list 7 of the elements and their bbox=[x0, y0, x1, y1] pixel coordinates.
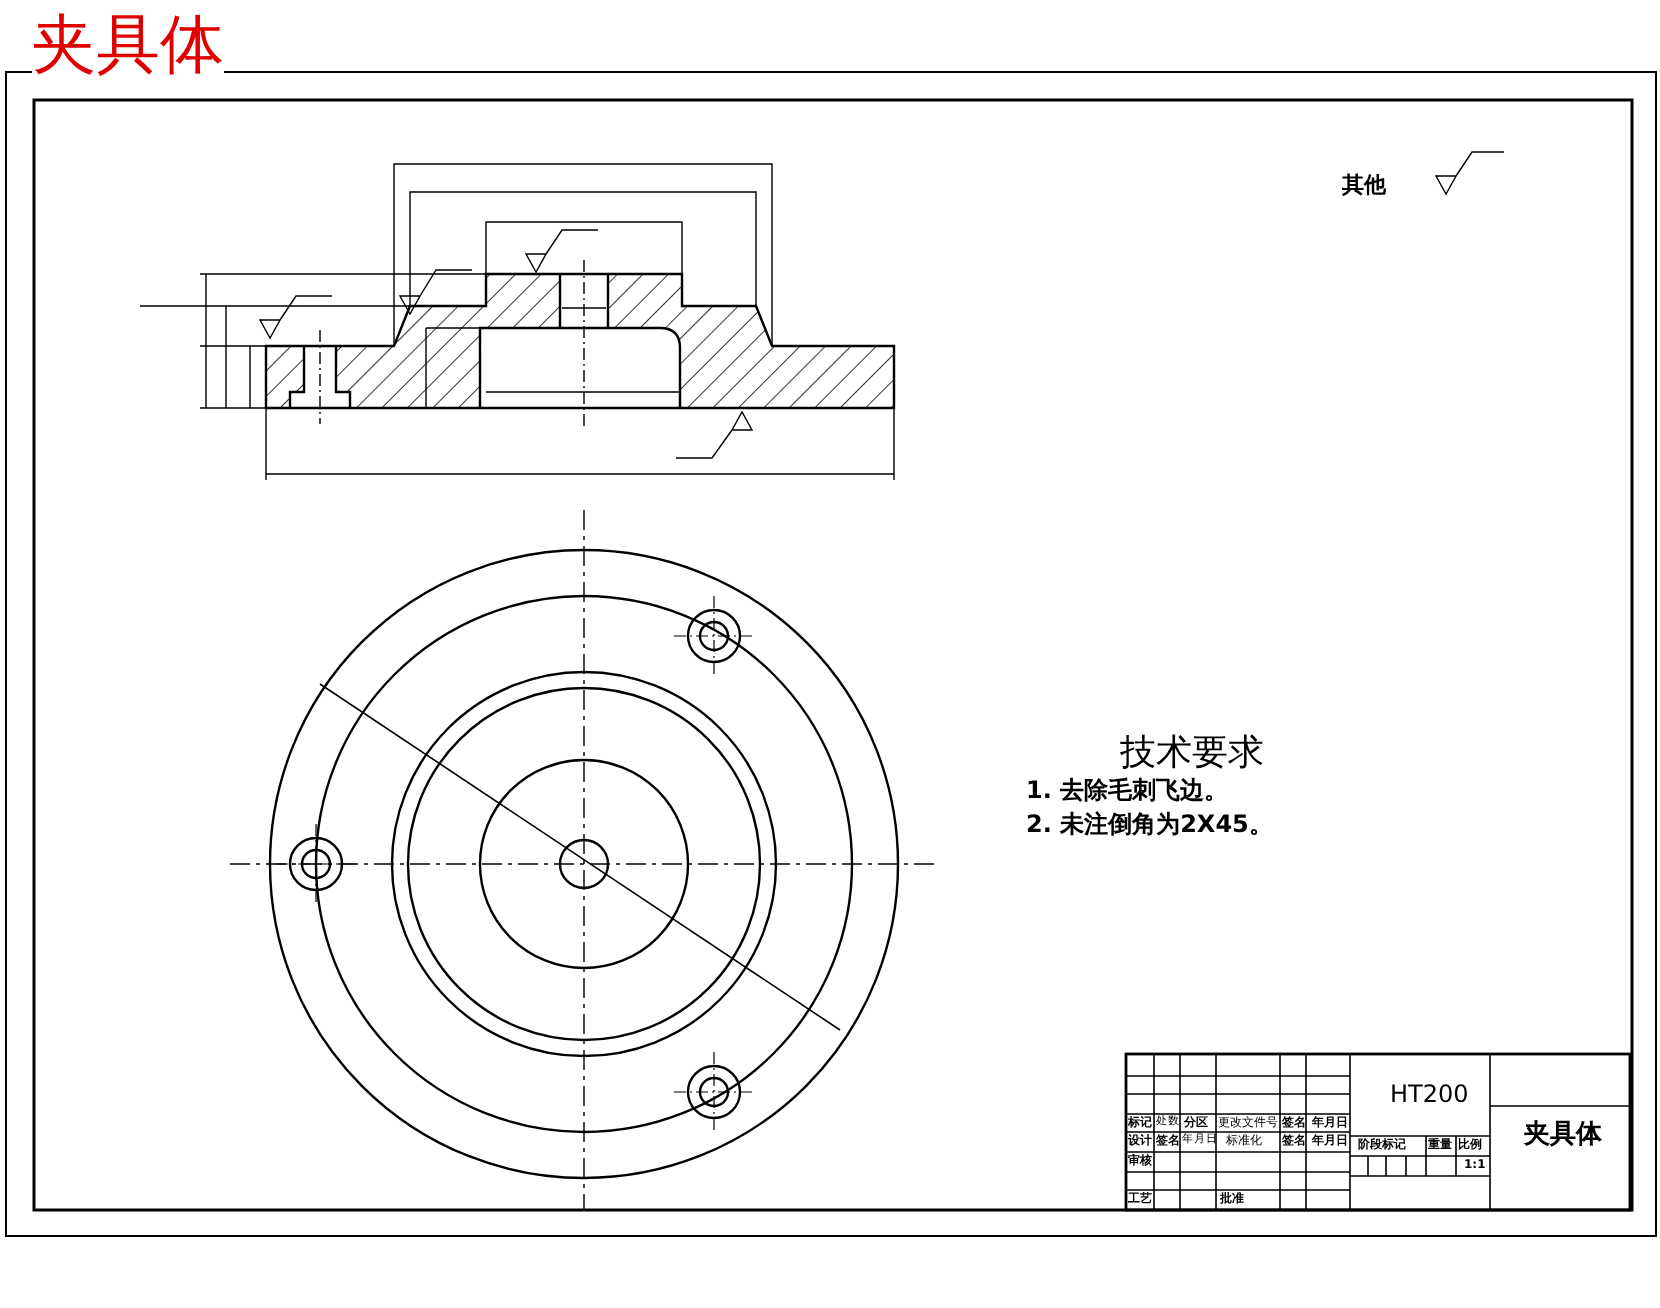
material-label: HT200 bbox=[1390, 1082, 1469, 1106]
drawing-title: 夹具体 bbox=[32, 12, 224, 76]
requirements-heading: 技术要求 bbox=[1120, 736, 1264, 772]
requirement-item: 2. 未注倒角为2X45。 bbox=[1026, 812, 1273, 836]
part-name: 夹具体 bbox=[1524, 1122, 1602, 1148]
requirement-item: 1. 去除毛刺飞边。 bbox=[1026, 778, 1229, 802]
roughness-note: 其他 bbox=[1342, 174, 1386, 196]
